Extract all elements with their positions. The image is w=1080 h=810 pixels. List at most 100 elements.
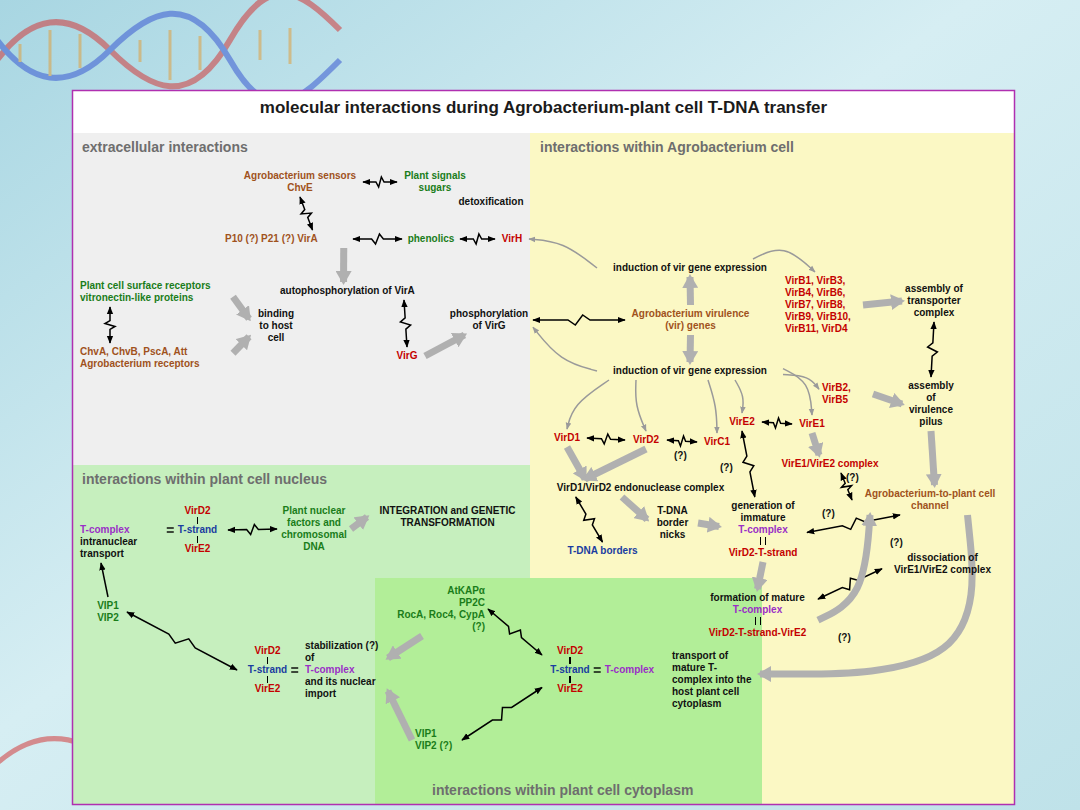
bond-bar — [197, 536, 199, 543]
text-node: P10 (?) P21 (?) VirA — [225, 233, 350, 245]
bond-bar — [569, 676, 571, 683]
text-node: VirB2, VirB5 — [822, 382, 870, 406]
process-arrow — [388, 691, 412, 740]
process-arrow — [873, 394, 902, 404]
node-text: ChvA, ChvB, PscA, Att Agrobacterium rece… — [80, 346, 230, 370]
process-arrow — [758, 562, 764, 589]
text-node: T-DNA border nicks — [650, 505, 695, 541]
t-complex-label: T-complex — [605, 664, 654, 676]
equals-sign — [594, 668, 601, 672]
node-text: T-complex — [738, 524, 787, 536]
equals-stroke — [291, 667, 298, 668]
text-node: VirE2 — [725, 416, 759, 428]
interaction-arrow — [488, 609, 542, 655]
equals-sign — [760, 537, 766, 545]
text-node: phosphorylation of VirG — [448, 308, 530, 332]
node-text: T-complex — [305, 664, 354, 676]
frame — [73, 91, 1015, 805]
text-node: Plant nuclear factors and chromosomal DN… — [280, 505, 348, 553]
text-node: Agrobacterium virulence (vir) genes — [628, 308, 753, 332]
interaction-arrow — [533, 315, 625, 325]
node-text: Plant nuclear factors and chromosomal DN… — [280, 505, 348, 553]
text-node: INTEGRATION and GENETIC TRANSFORMATION — [370, 505, 525, 529]
node-text: AtKAPα — [447, 585, 485, 597]
bond-bar — [267, 676, 269, 683]
node-text: generation of immature — [722, 500, 804, 524]
process-arrow — [698, 523, 719, 527]
region-panel: extracellular interactionsAgrobacterium … — [72, 133, 530, 465]
node-text: VirD2-T-strand-VirE2 — [709, 627, 806, 639]
node-text: T-strand — [178, 524, 217, 536]
node-text: assembly of virulence pilus — [905, 380, 957, 428]
node-text: Plant signals sugars — [400, 170, 470, 194]
interaction-arrow — [127, 612, 237, 670]
text-node: assembly of virulence pilus — [905, 380, 957, 428]
text-node: dissociation of VirE1/VirE2 complex — [885, 552, 1000, 576]
interaction-arrow — [928, 322, 938, 377]
node-text: VirG — [397, 350, 418, 362]
node-text: T-DNA border nicks — [650, 505, 695, 541]
node-text: Agrobacterium-to-plant cell channel — [855, 488, 1005, 512]
title-box: molecular interactions during Agrobacter… — [72, 97, 1015, 119]
induction-arrow — [753, 250, 815, 272]
interaction-arrow — [363, 177, 397, 187]
text-node: VirD2 — [628, 434, 664, 446]
text-node: ChvA, ChvB, PscA, Att Agrobacterium rece… — [80, 346, 230, 370]
equals-sign — [291, 668, 298, 672]
region-panel: interactions within plant cell cytoplasm… — [375, 578, 762, 805]
induction-arrow — [735, 380, 743, 413]
process-arrow — [812, 433, 819, 455]
text-node: Plant cell surface receptors vitronectin… — [80, 280, 230, 304]
induction-arrow — [533, 327, 597, 371]
text-node: VirE1/VirE2 complex — [775, 458, 885, 470]
induction-arrow — [783, 375, 819, 390]
node-text: formation of mature — [710, 592, 804, 604]
title-band — [72, 90, 1015, 133]
process-arrow — [585, 449, 646, 479]
uncertainty-mark: (?) — [674, 450, 687, 462]
node-text: T-strand — [550, 664, 589, 676]
node-text: VirE1/VirE2 complex — [782, 458, 879, 470]
node-text: T-complex — [80, 524, 129, 536]
text-node: assembly of transporter complex — [905, 283, 963, 319]
process-arrow — [931, 431, 935, 485]
process-arrow — [687, 277, 695, 305]
t-complex-structure: VirD2T-strandVirE2 — [545, 645, 595, 695]
node-text: T-DNA borders — [567, 545, 637, 557]
induction-arrow — [636, 380, 646, 431]
process-arrow — [388, 636, 422, 658]
node-text: VirC1 — [704, 436, 730, 448]
node-text: VirE1 — [799, 418, 824, 430]
text-node: AtKAPαPP2CRocA, Roc4, CypA (?) — [395, 585, 485, 633]
text-node: VirD1/VirD2 endonuclease complex — [548, 482, 733, 494]
equals-stroke — [167, 531, 174, 532]
t-complex-structure: VirD2T-strandVirE2 — [170, 505, 225, 555]
process-arrow — [687, 335, 695, 362]
interaction-arrow — [462, 688, 542, 741]
diagram-title: molecular interactions during Agrobacter… — [260, 97, 827, 119]
node-text: and its nuclear import — [305, 676, 385, 700]
node-text: VirD2 — [557, 645, 583, 657]
interaction-arrow — [228, 524, 277, 534]
node-text: VirD1/VirD2 endonuclease complex — [557, 482, 724, 494]
bond-bar — [569, 657, 571, 664]
node-text: VirB2, VirB5 — [822, 382, 870, 406]
node-text: dissociation of VirE1/VirE2 complex — [885, 552, 1000, 576]
induction-arrow — [567, 380, 609, 429]
node-text: VirD2 — [255, 645, 281, 657]
uncertainty-mark: (?) — [838, 632, 851, 644]
interaction-arrow — [576, 497, 603, 542]
text-node: VirC1 — [700, 436, 734, 448]
transport-arrow — [101, 563, 108, 597]
equals-stroke — [291, 671, 298, 672]
node-text: autophosphorylation of VirA — [280, 285, 415, 297]
equals-sign — [755, 617, 761, 625]
text-node: generation of immatureT-complexVirD2-T-s… — [722, 500, 804, 559]
uncertainty-mark: (?) — [822, 508, 835, 520]
process-arrow — [818, 515, 870, 620]
node-text: intranuclear transport — [80, 536, 150, 560]
node-text: INTEGRATION and GENETIC TRANSFORMATION — [370, 505, 525, 529]
uncertainty-mark: (?) — [720, 462, 733, 474]
node-text: phosphorylation of VirG — [448, 308, 530, 332]
